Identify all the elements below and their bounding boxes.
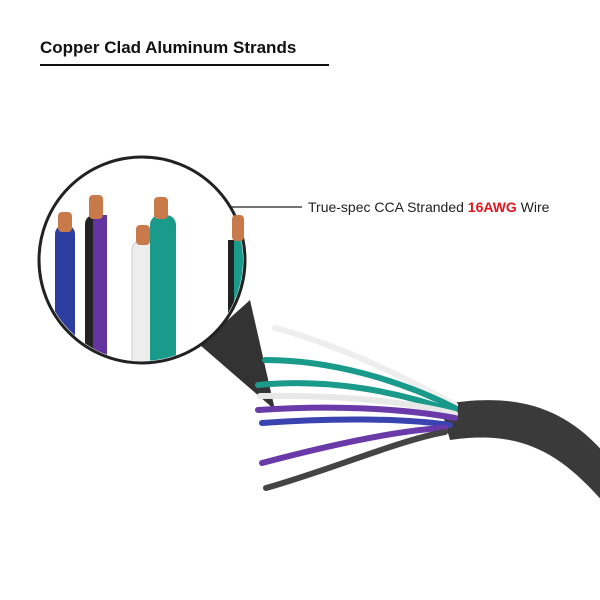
callout-text: True-spec CCA Stranded [308,199,468,215]
callout-suffix: Wire [516,199,550,215]
zoom-wedge [200,300,275,410]
gauge-highlight: 16AWG [467,199,517,215]
wire-spec-callout: True-spec CCA Stranded 16AWG Wire [308,199,549,215]
cable [255,325,600,499]
title-underline [40,64,329,66]
page-title: Copper Clad Aluminum Strands [40,38,297,57]
